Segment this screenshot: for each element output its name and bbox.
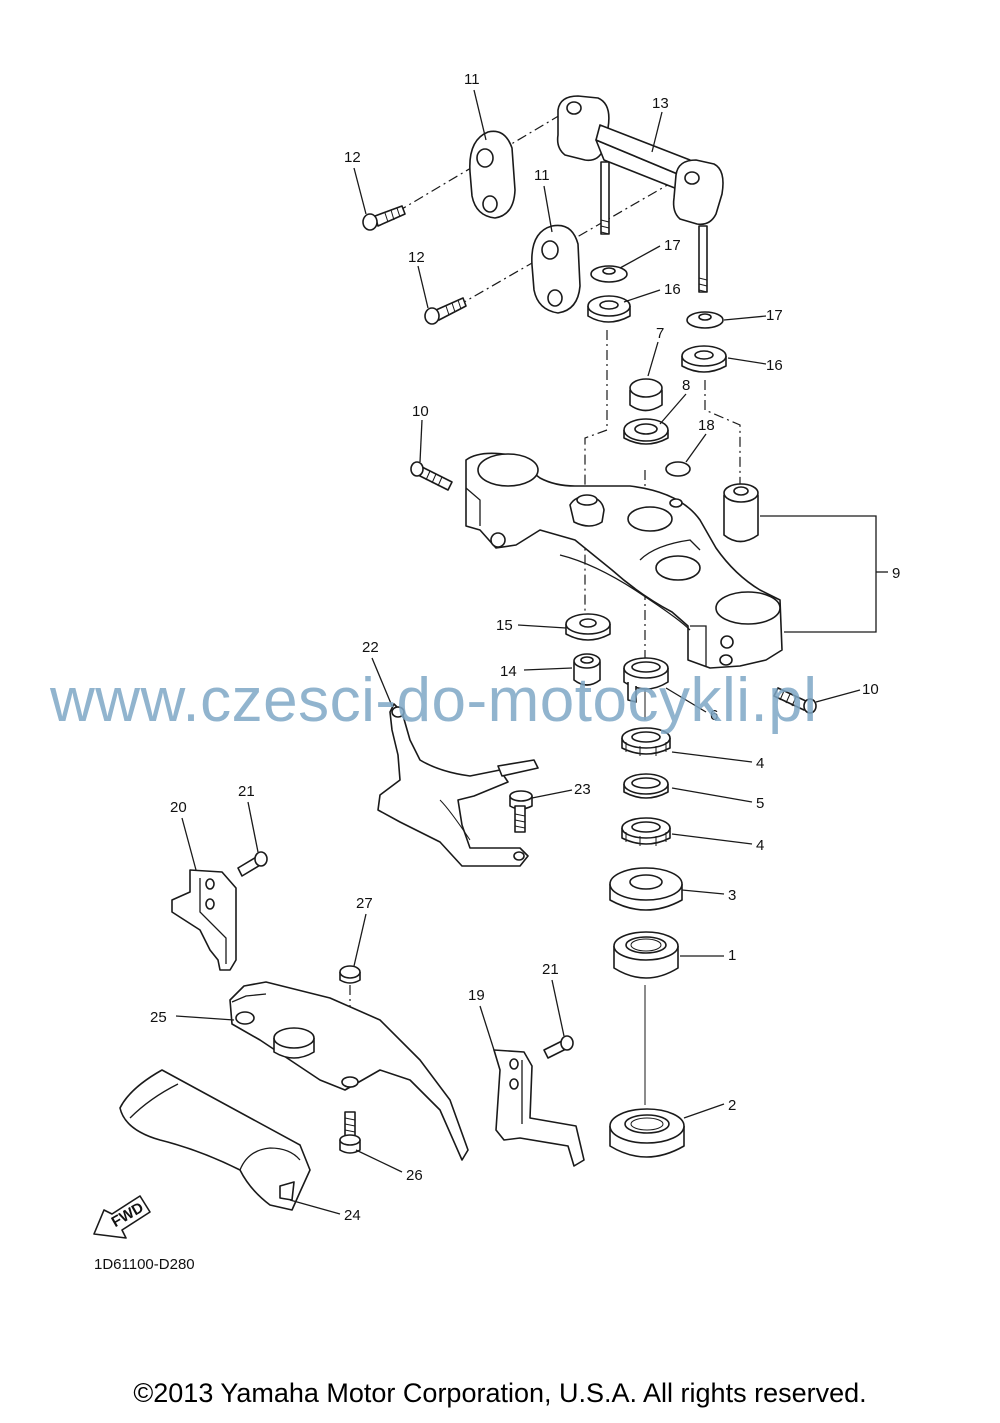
cover-24 (119, 1069, 311, 1211)
bolt-10-lower (773, 687, 817, 714)
callout-25: 25 (150, 1009, 167, 1026)
callout-21: 21 (238, 783, 255, 800)
ring-nut-4-upper (621, 727, 671, 756)
bolt-12-upper (362, 205, 406, 231)
callout-11: 11 (464, 71, 480, 88)
washer-15 (565, 613, 611, 641)
bolt-10-upper (410, 461, 453, 491)
bearing-cover-3 (609, 867, 683, 911)
cover-25 (229, 981, 469, 1161)
plug-18 (665, 461, 691, 477)
bolt-12-lower (424, 297, 467, 325)
callout-12: 12 (408, 249, 425, 266)
diagram-code: 1D61100-D280 (94, 1256, 195, 1273)
bracket-19 (493, 1049, 585, 1167)
bolt-21-right (543, 1035, 574, 1059)
damper-9 (723, 483, 759, 543)
upper-bracket-9 (465, 452, 783, 669)
callout-15: 15 (496, 617, 513, 634)
washer-17-left (590, 265, 628, 283)
handlebar-holder-13 (556, 95, 724, 293)
washer-5 (623, 773, 669, 799)
fwd-arrow-icon: FWD (93, 1195, 151, 1239)
callout-27: 27 (356, 895, 373, 912)
callout-17: 17 (664, 237, 681, 254)
callout-20: 20 (170, 799, 187, 816)
bracket-22 (377, 703, 539, 867)
callout-10: 10 (862, 681, 879, 698)
bolt-23 (509, 790, 533, 833)
washer-8 (623, 418, 669, 445)
callout-9: 9 (892, 565, 900, 582)
callout-bracket-9 (760, 515, 877, 633)
washer-17-right (686, 311, 724, 329)
copyright-notice: ©2013 Yamaha Motor Corporation, U.S.A. A… (133, 1378, 867, 1408)
callout-17: 17 (766, 307, 783, 324)
callout-4: 4 (756, 755, 764, 772)
bracket-20 (171, 869, 237, 971)
callout-19: 19 (468, 987, 485, 1004)
callout-10: 10 (412, 403, 429, 420)
damper-16-left (587, 295, 631, 323)
ring-nut-4-lower (621, 817, 671, 846)
damper-16-right (681, 345, 727, 373)
cap-7 (629, 378, 663, 412)
handlebar-holder-11-lower (531, 224, 581, 314)
callout-12: 12 (344, 149, 361, 166)
callout-26: 26 (406, 1167, 423, 1184)
callout-6: 6 (710, 707, 718, 724)
callout-18: 18 (698, 417, 715, 434)
callout-14: 14 (500, 663, 517, 680)
callout-16: 16 (766, 357, 783, 374)
callout-13: 13 (652, 95, 669, 112)
callout-22: 22 (362, 639, 379, 656)
bearing-2 (609, 1108, 685, 1158)
callout-1: 1 (728, 947, 736, 964)
callout-21: 21 (542, 961, 559, 978)
leader-lines (175, 89, 861, 1215)
callout-labels: 11 11 13 12 12 17 16 17 16 7 8 18 10 9 1… (150, 71, 900, 1224)
callout-3: 3 (728, 887, 736, 904)
callout-4: 4 (756, 837, 764, 854)
handlebar-holder-11-upper (469, 130, 516, 219)
nut-14 (573, 653, 601, 686)
bolt-21-left (237, 851, 268, 877)
bearing-1 (613, 931, 679, 979)
callout-5: 5 (756, 795, 764, 812)
callout-16: 16 (664, 281, 681, 298)
callout-11: 11 (534, 167, 550, 184)
callout-7: 7 (656, 325, 664, 342)
lock-washer-6 (623, 657, 669, 703)
bolt-26 (339, 1111, 361, 1154)
callout-8: 8 (682, 377, 690, 394)
callout-24: 24 (344, 1207, 361, 1224)
callout-23: 23 (574, 781, 591, 798)
callout-2: 2 (728, 1097, 736, 1114)
grommet-27 (339, 965, 361, 984)
